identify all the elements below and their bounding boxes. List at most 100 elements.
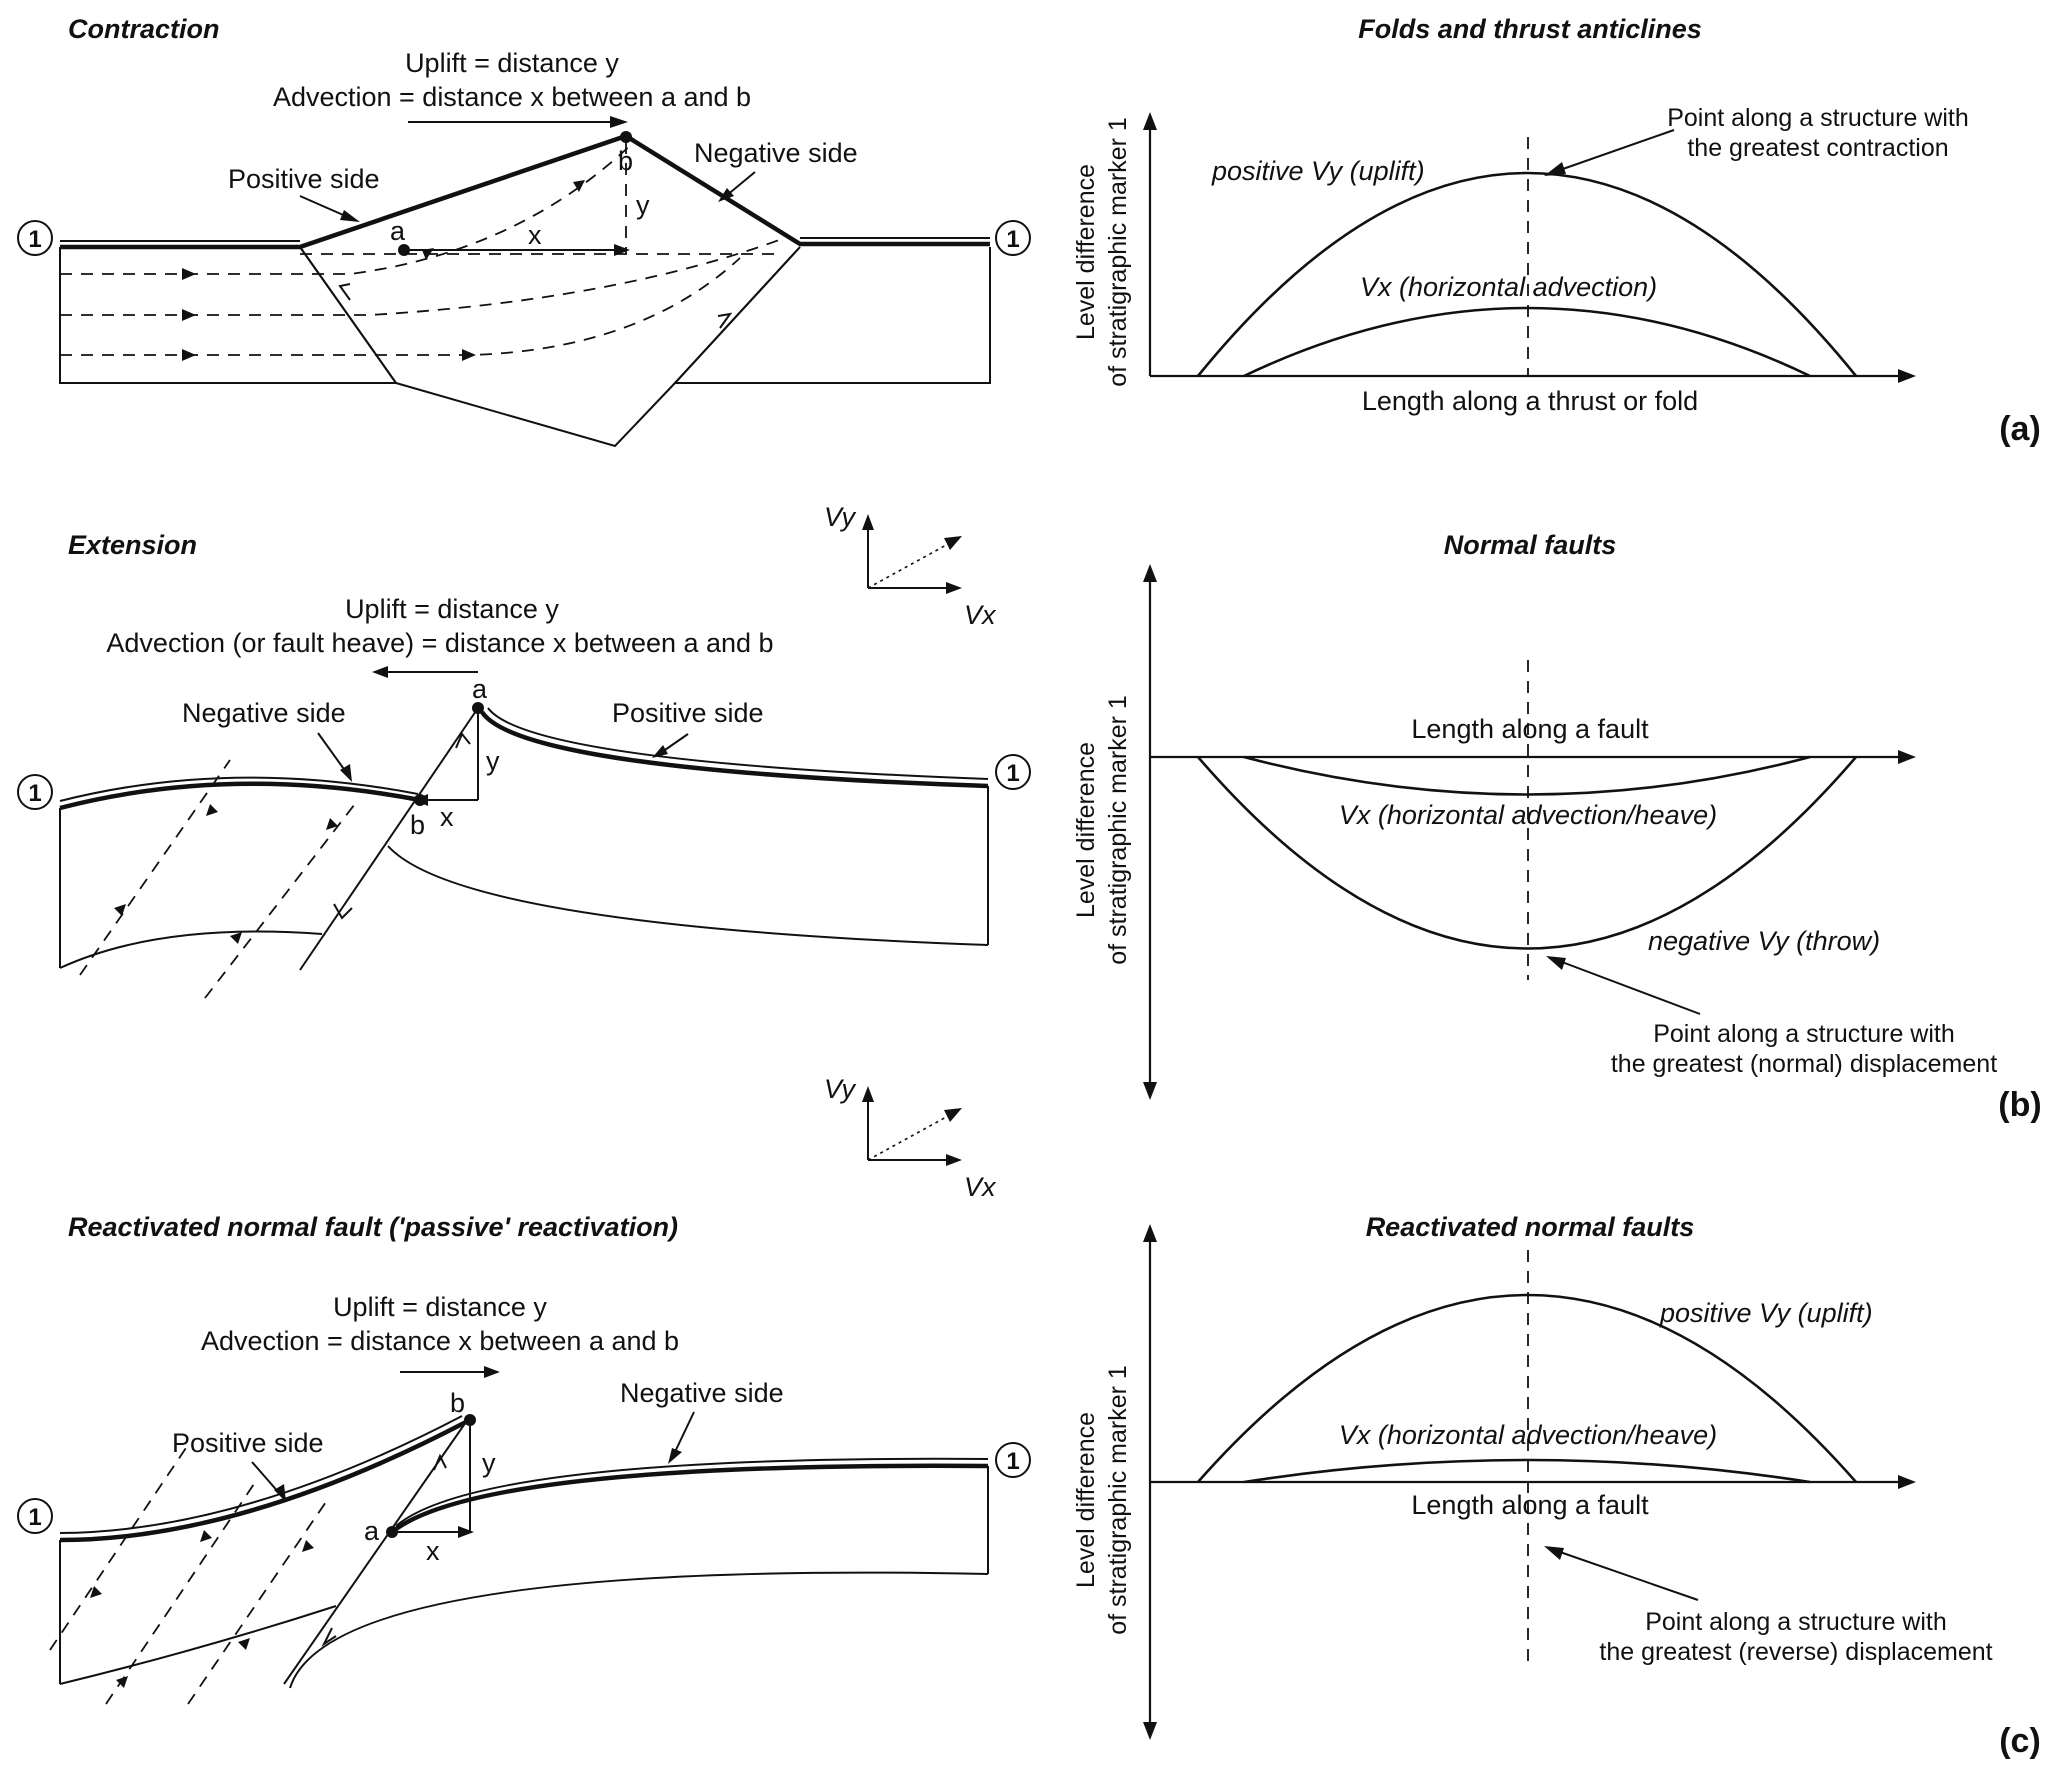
chart-c-x-label: Length along a fault: [1411, 1490, 1649, 1520]
reactivated-particle-paths: [49, 1447, 331, 1705]
svg-text:x: x: [440, 802, 454, 832]
svg-text:1: 1: [1006, 760, 1019, 787]
extension-positive-side-label: Positive side: [612, 698, 764, 728]
reactivated-advection-label: Advection = distance x between a and b: [201, 1326, 679, 1356]
contraction-negative-side-pointer: [718, 171, 756, 202]
chart-a-y-label-2: of stratigraphic marker 1: [1104, 117, 1132, 387]
extension-title: Extension: [68, 530, 197, 560]
reactivated-marker-left: 1: [17, 1498, 53, 1534]
svg-text:Vy: Vy: [824, 1074, 857, 1104]
chart-a-callout-arrow: [1544, 129, 1675, 176]
svg-text:1: 1: [28, 226, 41, 253]
contraction-point-a: [398, 244, 410, 256]
contraction-uplift-label: Uplift = distance y: [405, 48, 619, 78]
svg-text:1: 1: [28, 780, 41, 807]
chart-c-vy-label: positive Vy (uplift): [1659, 1298, 1873, 1328]
chart-a-vy-label: positive Vy (uplift): [1211, 156, 1425, 186]
extension-normal-fault: [299, 707, 479, 971]
svg-text:1: 1: [1006, 1448, 1019, 1475]
reactivated-title: Reactivated normal fault ('passive' reac…: [68, 1212, 678, 1242]
svg-text:x: x: [528, 220, 542, 250]
chart-b-callout-1: Point along a structure with: [1653, 1020, 1955, 1048]
extension-marker-right: 1: [995, 754, 1031, 790]
contraction-point-b: [620, 131, 632, 143]
contraction-positive-side-pointer: [299, 195, 360, 222]
contraction-positive-side-label: Positive side: [228, 164, 380, 194]
chart-a-callout-2: the greatest contraction: [1687, 134, 1948, 162]
chart-b-curve-vy: [1197, 756, 1857, 950]
svg-text:b: b: [450, 1388, 465, 1418]
svg-text:b: b: [410, 810, 425, 840]
chart-b-title: Normal faults: [1444, 530, 1617, 560]
chart-c-vx-label: Vx (horizontal advection/heave): [1339, 1420, 1717, 1450]
svg-text:1: 1: [1006, 226, 1019, 253]
svg-text:a: a: [472, 674, 488, 704]
panel-label-b: (b): [1998, 1086, 2041, 1124]
normal-faults-chart: Normal faults Level difference of strati…: [1072, 530, 2042, 1124]
reactivated-stratum-right: [390, 1463, 989, 1534]
reactivated-positive-side-label: Positive side: [172, 1428, 324, 1458]
reactivated-fault-cross-section: Reactivated normal fault ('passive' reac…: [17, 1212, 1031, 1705]
extension-stratum-left: [59, 781, 421, 811]
svg-text:y: y: [486, 746, 500, 776]
svg-text:b: b: [618, 146, 633, 176]
contraction-marker-left: 1: [17, 220, 53, 256]
chart-c-curve-vx: [1243, 1458, 1811, 1484]
svg-text:Vy: Vy: [824, 502, 857, 532]
svg-text:1: 1: [28, 1504, 41, 1531]
svg-text:y: y: [482, 1448, 496, 1478]
svg-text:y: y: [636, 190, 650, 220]
chart-b-callout-2: the greatest (normal) displacement: [1611, 1050, 1997, 1078]
chart-c-y-label-2: of stratigraphic marker 1: [1104, 1365, 1132, 1635]
chart-b-callout-arrow: [1546, 956, 1701, 1015]
chart-b-y-label-2: of stratigraphic marker 1: [1104, 695, 1132, 965]
chart-c-title: Reactivated normal faults: [1366, 1212, 1695, 1242]
chart-a-x-label: Length along a thrust or fold: [1362, 386, 1698, 416]
reactivated-negative-side-label: Negative side: [620, 1378, 784, 1408]
contraction-marker-right: 1: [995, 220, 1031, 256]
extension-direction-arrow: [372, 666, 478, 678]
svg-text:Vx: Vx: [964, 600, 997, 630]
chart-a-y-label-1: Level difference: [1072, 164, 1100, 340]
chart-b-x-label: Length along a fault: [1411, 714, 1649, 744]
contraction-direction-arrow: [408, 116, 628, 128]
chart-a-vx-label: Vx (horizontal advection): [1360, 272, 1657, 302]
reactivated-uplift-label: Uplift = distance y: [333, 1292, 547, 1322]
folds-thrust-anticlines-chart: Folds and thrust anticlines Level differ…: [1072, 14, 2041, 448]
chart-a-curve-vx: [1243, 306, 1811, 378]
reactivated-marker-right: 1: [995, 1442, 1031, 1478]
reactivated-direction-arrow: [400, 1366, 500, 1378]
contraction-thrust-fault-left: [299, 246, 397, 384]
velocity-legend-1: Vy Vx: [824, 502, 997, 630]
velocity-legend-2: Vy Vx: [824, 1074, 997, 1202]
svg-text:x: x: [426, 1536, 440, 1566]
svg-text:a: a: [364, 1516, 380, 1546]
extension-positive-side-pointer: [652, 733, 689, 758]
chart-b-curve-vx: [1243, 755, 1811, 796]
chart-c-callout-arrow: [1544, 1546, 1699, 1601]
extension-advection-label: Advection (or fault heave) = distance x …: [106, 628, 773, 658]
svg-text:a: a: [390, 216, 406, 246]
panel-label-a: (a): [1999, 410, 2041, 448]
reactivated-positive-side-pointer: [251, 1461, 286, 1502]
reactivated-negative-side-pointer: [668, 1411, 695, 1464]
extension-negative-side-pointer: [317, 732, 352, 782]
contraction-advection-label: Advection = distance x between a and b: [273, 82, 751, 112]
chart-c-callout-2: the greatest (reverse) displacement: [1599, 1638, 1992, 1666]
chart-b-vx-label: Vx (horizontal advection/heave): [1339, 800, 1717, 830]
chart-b-y-label-1: Level difference: [1072, 742, 1100, 918]
chart-a-callout-1: Point along a structure with: [1667, 104, 1969, 132]
panel-label-c: (c): [1999, 1722, 2041, 1760]
chart-a-title: Folds and thrust anticlines: [1358, 14, 1702, 44]
chart-a-curve-vy: [1196, 171, 1858, 377]
reactivated-normal-faults-chart: Reactivated normal faults Level differen…: [1072, 1212, 2041, 1760]
extension-uplift-label: Uplift = distance y: [345, 594, 559, 624]
chart-c-callout-1: Point along a structure with: [1645, 1608, 1947, 1636]
contraction-title: Contraction: [68, 14, 220, 44]
svg-text:Vx: Vx: [964, 1172, 997, 1202]
extension-marker-left: 1: [17, 774, 53, 810]
extension-cross-section: Extension Uplift = distance y Advection …: [17, 530, 1031, 999]
chart-c-y-label-1: Level difference: [1072, 1412, 1100, 1588]
extension-particle-paths: [79, 759, 359, 999]
contraction-thrust-fault-right: [674, 246, 801, 384]
